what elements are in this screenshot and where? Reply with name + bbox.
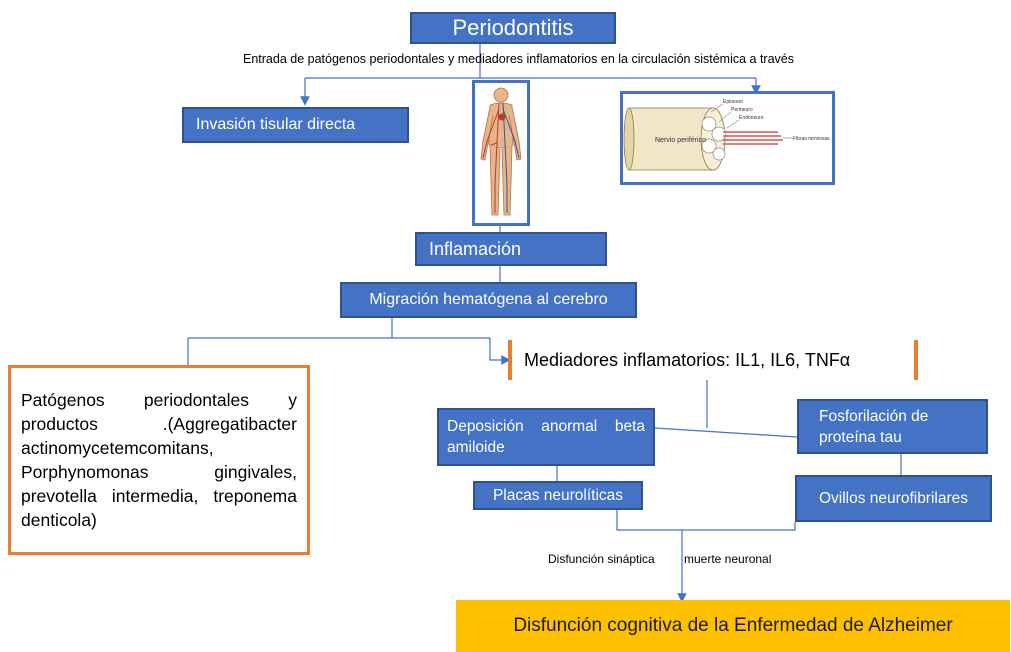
nerve-image: Nervio periférico Epineuro Perineuro End… (620, 91, 835, 185)
ovillos-box: Ovillos neurofibrilares (795, 475, 992, 522)
connector-ovillos-bottom (690, 522, 796, 531)
nerve-label-main: Nervio periférico (655, 137, 706, 144)
ovillos-label: Ovillos neurofibrilares (818, 489, 969, 507)
connector-to-mediadores (489, 338, 511, 365)
placas-label: Placas neurolíticas (492, 486, 624, 504)
nerve-label-endoneuro: Endoneuro (739, 115, 764, 121)
fosforilacion-label: Fosforilación de proteína tau (819, 407, 929, 446)
connector-deposicion-fosforilacion (654, 427, 798, 438)
migracion-box: Migración hematógena al cerebro (340, 282, 637, 318)
disfuncion-sinaptica-text: Disfunción sináptica (548, 552, 655, 566)
alzheimer-box: Disfunción cognitiva de la Enfermedad de… (456, 600, 1010, 652)
peripheral-nerve-icon: Nervio periférico Epineuro Perineuro End… (623, 94, 832, 182)
human-body-icon (480, 87, 522, 216)
periodontitis-box: Periodontitis (410, 12, 616, 44)
deposicion-label: Deposición anormal beta amiloide (447, 418, 645, 456)
nerve-label-perineuro: Perineuro (731, 107, 753, 113)
invasion-label: Invasión tisular directa (196, 116, 356, 133)
deposicion-box: Deposición anormal beta amiloide (437, 408, 655, 466)
inflamacion-box: Inflamación (415, 232, 607, 266)
muerte-neuronal-text: muerte neuronal (684, 552, 772, 566)
alzheimer-label: Disfunción cognitiva de la Enfermedad de… (513, 615, 953, 636)
patogenos-label: Patógenos periodontales y productos .(Ag… (21, 390, 297, 530)
entry-text: Entrada de patógenos periodontales y med… (243, 52, 794, 66)
placas-box: Placas neurolíticas (473, 481, 643, 510)
circulatory-system-image (472, 80, 530, 226)
fosforilacion-box: Fosforilación de proteína tau (797, 399, 988, 454)
connector-placas-bottom (616, 510, 690, 531)
patogenos-box: Patógenos periodontales y productos .(Ag… (8, 365, 310, 555)
mediadores-box: Mediadores inflamatorios: IL1, IL6, TNFα (508, 340, 918, 380)
periodontitis-label: Periodontitis (452, 15, 574, 40)
nerve-label-fibras: Fibras nerviosas (793, 136, 830, 142)
inflamacion-label: Inflamación (429, 238, 522, 259)
migracion-label: Migración hematógena al cerebro (369, 291, 608, 308)
nerve-label-epineuro: Epineuro (723, 99, 743, 105)
mediadores-label: Mediadores inflamatorios: IL1, IL6, TNFα (524, 349, 851, 370)
invasion-box: Invasión tisular directa (182, 107, 409, 143)
